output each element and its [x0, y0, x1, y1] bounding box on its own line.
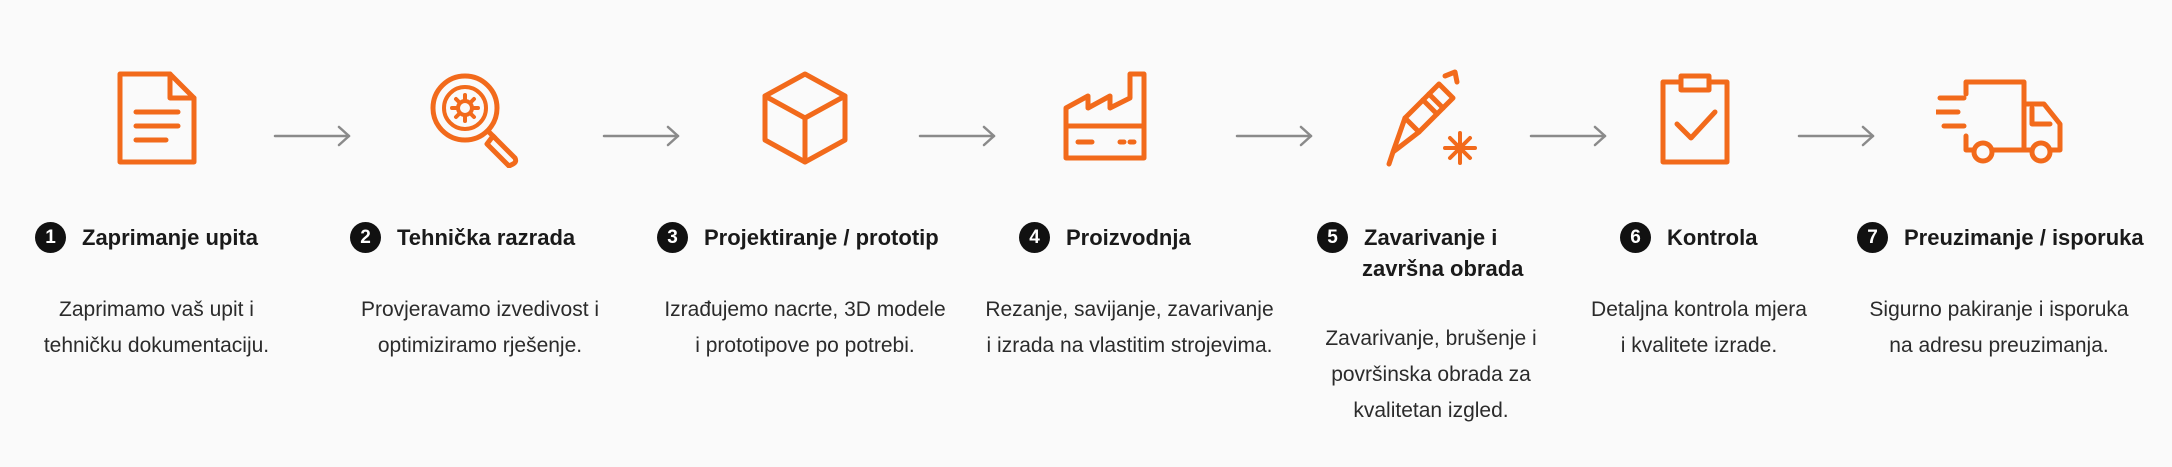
arrow-6-to-7	[1797, 124, 1877, 148]
step-7-number-badge: 7	[1857, 222, 1888, 253]
step-7-title: Preuzimanje / isporuka	[1904, 225, 2144, 250]
step-2-title: Tehnička razrada	[397, 225, 576, 250]
arrow-1-to-2	[273, 124, 353, 148]
step-7-title-row: 7 Preuzimanje / isporuka	[1857, 222, 2144, 253]
step-3-description: Izrađujemo nacrte, 3D modele i prototipo…	[664, 298, 946, 357]
step-5-description: Zavarivanje, brušenje i površinska obrad…	[1325, 327, 1537, 422]
step-1-description: Zaprimamo vaš upit i tehničku dokumentac…	[43, 298, 270, 357]
step-2-number-badge: 2	[350, 222, 381, 253]
step-6-title: Kontrola	[1667, 225, 1758, 250]
step-3-title-row: 3 Projektiranje / prototip	[657, 222, 939, 253]
arrow-2-to-3	[602, 124, 682, 148]
clipboard-check-icon	[1645, 68, 1745, 168]
arrow-3-to-4	[918, 124, 998, 148]
step-1-number-badge: 1	[35, 222, 66, 253]
step-5-title-row: 5 Zavarivanje i završna obrada	[1317, 222, 1523, 284]
step-5-title: Zavarivanje i završna obrada	[1362, 225, 1524, 281]
step-1-title: Zaprimanje upita	[82, 225, 259, 250]
step-4-description: Rezanje, savijanje, zavarivanje i izrada…	[985, 298, 1274, 357]
step-3-number-badge: 3	[657, 222, 688, 253]
step-2-title-row: 2 Tehnička razrada	[350, 222, 575, 253]
factory-icon	[1058, 68, 1158, 168]
step-2-description: Provjeravamo izvedivost i optimiziramo r…	[360, 298, 600, 357]
step-5-number-badge: 5	[1317, 222, 1348, 253]
step-4-title: Proizvodnja	[1066, 225, 1191, 250]
arrow-5-to-6	[1529, 124, 1609, 148]
step-3-title: Projektiranje / prototip	[704, 225, 939, 250]
delivery-truck-icon	[1936, 68, 2066, 168]
step-4-number-badge: 4	[1019, 222, 1050, 253]
step-6-number-badge: 6	[1620, 222, 1651, 253]
document-icon	[108, 68, 208, 168]
arrow-4-to-5	[1235, 124, 1315, 148]
step-1-title-row: 1 Zaprimanje upita	[35, 222, 258, 253]
welding-torch-icon	[1383, 68, 1483, 168]
magnifier-gear-icon	[423, 68, 523, 168]
step-4-title-row: 4 Proizvodnja	[1019, 222, 1191, 253]
step-7-description: Sigurno pakiranje i isporuka na adresu p…	[1869, 298, 2129, 357]
step-6-description: Detaljna kontrola mjera i kvalitete izra…	[1591, 298, 1807, 357]
cube-icon	[755, 68, 855, 168]
step-6-title-row: 6 Kontrola	[1620, 222, 1757, 253]
